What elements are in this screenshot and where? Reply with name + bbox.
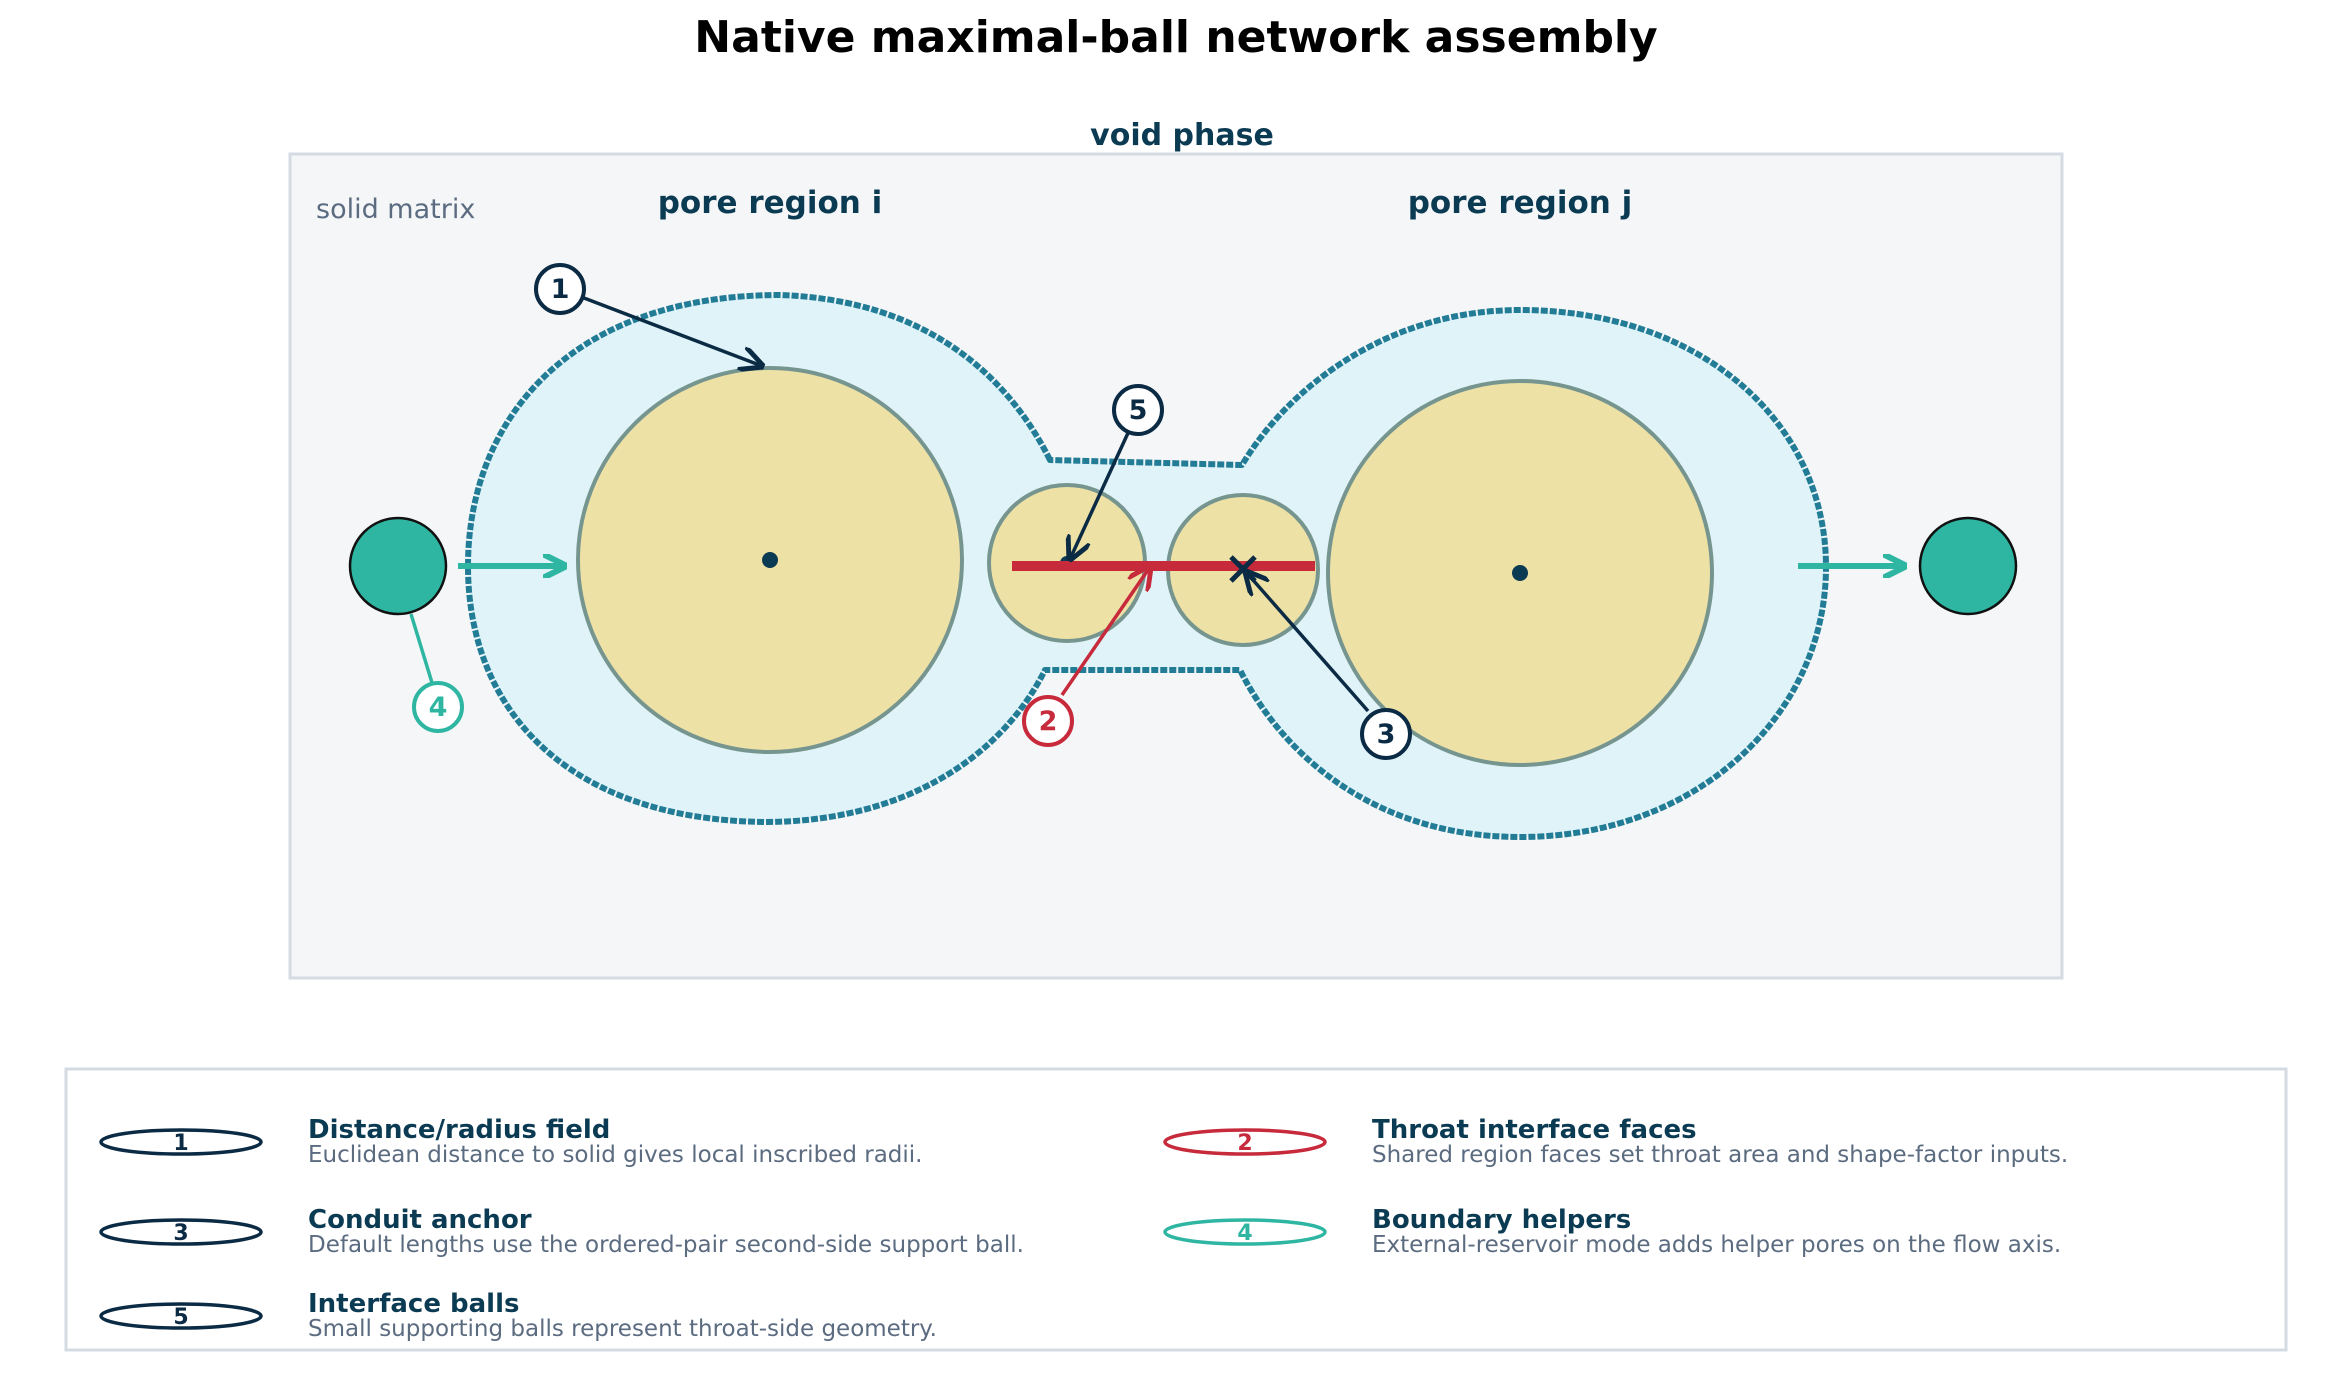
svg-text:Conduit anchor: Conduit anchor [308,1205,532,1235]
svg-text:Boundary helpers: Boundary helpers [1372,1205,1631,1235]
callout-3-leader [1246,572,1370,713]
boundary-helper-inlet [348,516,448,616]
legend-entry-conduit-anchor: 3 Conduit anchor Default lengths use the… [99,1205,1024,1258]
callout-1-badge: 1 [534,263,586,315]
legend-entry-boundary-helpers: 4 Boundary helpers External-reservoir mo… [1163,1205,2061,1258]
legend-marker-5 [99,1302,263,1330]
solid-matrix-label: solid matrix [316,194,475,225]
callout-2-leader [1060,567,1150,696]
callout-1-leader [583,296,762,366]
callout-4-badge: 4 [412,681,464,733]
svg-text:5: 5 [173,1305,188,1330]
svg-text:External-reservoir mode adds h: External-reservoir mode adds helper pore… [1372,1232,2061,1258]
diagram-title: Native maximal-ball network assembly [694,12,1657,63]
ball-center-j [1512,565,1528,581]
svg-text:5: 5 [1129,395,1148,426]
svg-text:Interface balls: Interface balls [308,1289,519,1319]
void-phase-label: void phase [1090,118,1274,153]
legend-marker-2 [1163,1128,1327,1156]
callout-5-leader [1070,432,1130,559]
svg-text:1: 1 [551,274,570,305]
legend-entry-interface-balls: 5 Interface balls Small supporting balls… [99,1289,937,1342]
svg-text:2: 2 [1039,706,1058,737]
legend-box [64,1067,2288,1352]
legend-marker-4 [1163,1218,1327,1246]
callout-5-badge: 5 [1112,384,1164,436]
ball-center-i [762,552,778,568]
svg-text:Default lengths use the ordere: Default lengths use the ordered-pair sec… [308,1232,1024,1258]
svg-text:4: 4 [1237,1221,1252,1246]
svg-text:Small supporting balls represe: Small supporting balls represent throat-… [308,1316,937,1342]
svg-text:3: 3 [173,1221,188,1246]
legend-marker-3 [99,1218,263,1246]
pore-region-i-label: pore region i [658,185,883,221]
callout-2-badge: 2 [1022,695,1074,747]
svg-text:1: 1 [173,1131,188,1156]
legend-marker-1 [99,1128,263,1156]
legend-entry-distance-radius: 1 Distance/radius field Euclidean distan… [99,1115,922,1168]
svg-text:Shared region faces set throat: Shared region faces set throat area and … [1372,1142,2068,1168]
legend-entry-throat-faces: 2 Throat interface faces Shared region f… [1163,1115,2068,1168]
svg-text:3: 3 [1377,719,1396,750]
pore-region-j-label: pore region j [1408,185,1633,221]
callout-3-badge: 3 [1360,708,1412,760]
svg-text:Euclidean distance to solid gi: Euclidean distance to solid gives local … [308,1142,922,1168]
svg-text:4: 4 [429,692,448,723]
callout-4-leader [409,613,435,687]
svg-text:Throat interface faces: Throat interface faces [1372,1115,1697,1145]
svg-text:2: 2 [1237,1131,1252,1156]
boundary-helper-outlet [1918,516,2018,616]
svg-text:Distance/radius field: Distance/radius field [308,1115,610,1145]
